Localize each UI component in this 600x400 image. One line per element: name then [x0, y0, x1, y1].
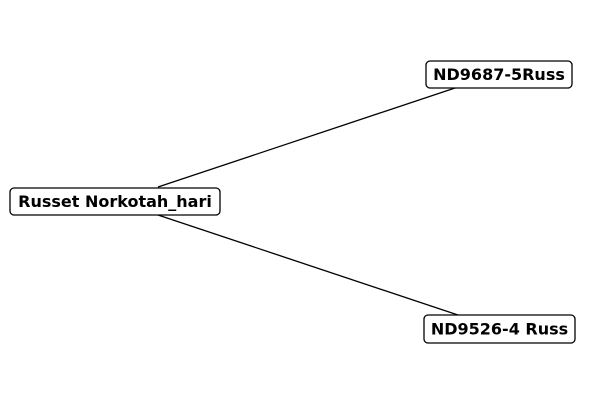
node-box	[9, 187, 221, 216]
node-russet-norkotah[interactable]: Russet Norkotah_hari	[9, 187, 221, 216]
node-label: Russet Norkotah_hari	[18, 192, 212, 211]
node-label: ND9687-5Russ	[433, 65, 565, 84]
node-nd9526-4-russ[interactable]: ND9526-4 Russ	[423, 314, 576, 344]
edge-root-to-child2	[157, 214, 459, 316]
node-nd9687-5russ[interactable]: ND9687-5Russ	[425, 60, 573, 89]
node-box	[425, 60, 573, 89]
edge-root-to-child1	[157, 86, 459, 188]
node-label: ND9526-4 Russ	[431, 320, 568, 339]
node-box	[423, 314, 576, 344]
